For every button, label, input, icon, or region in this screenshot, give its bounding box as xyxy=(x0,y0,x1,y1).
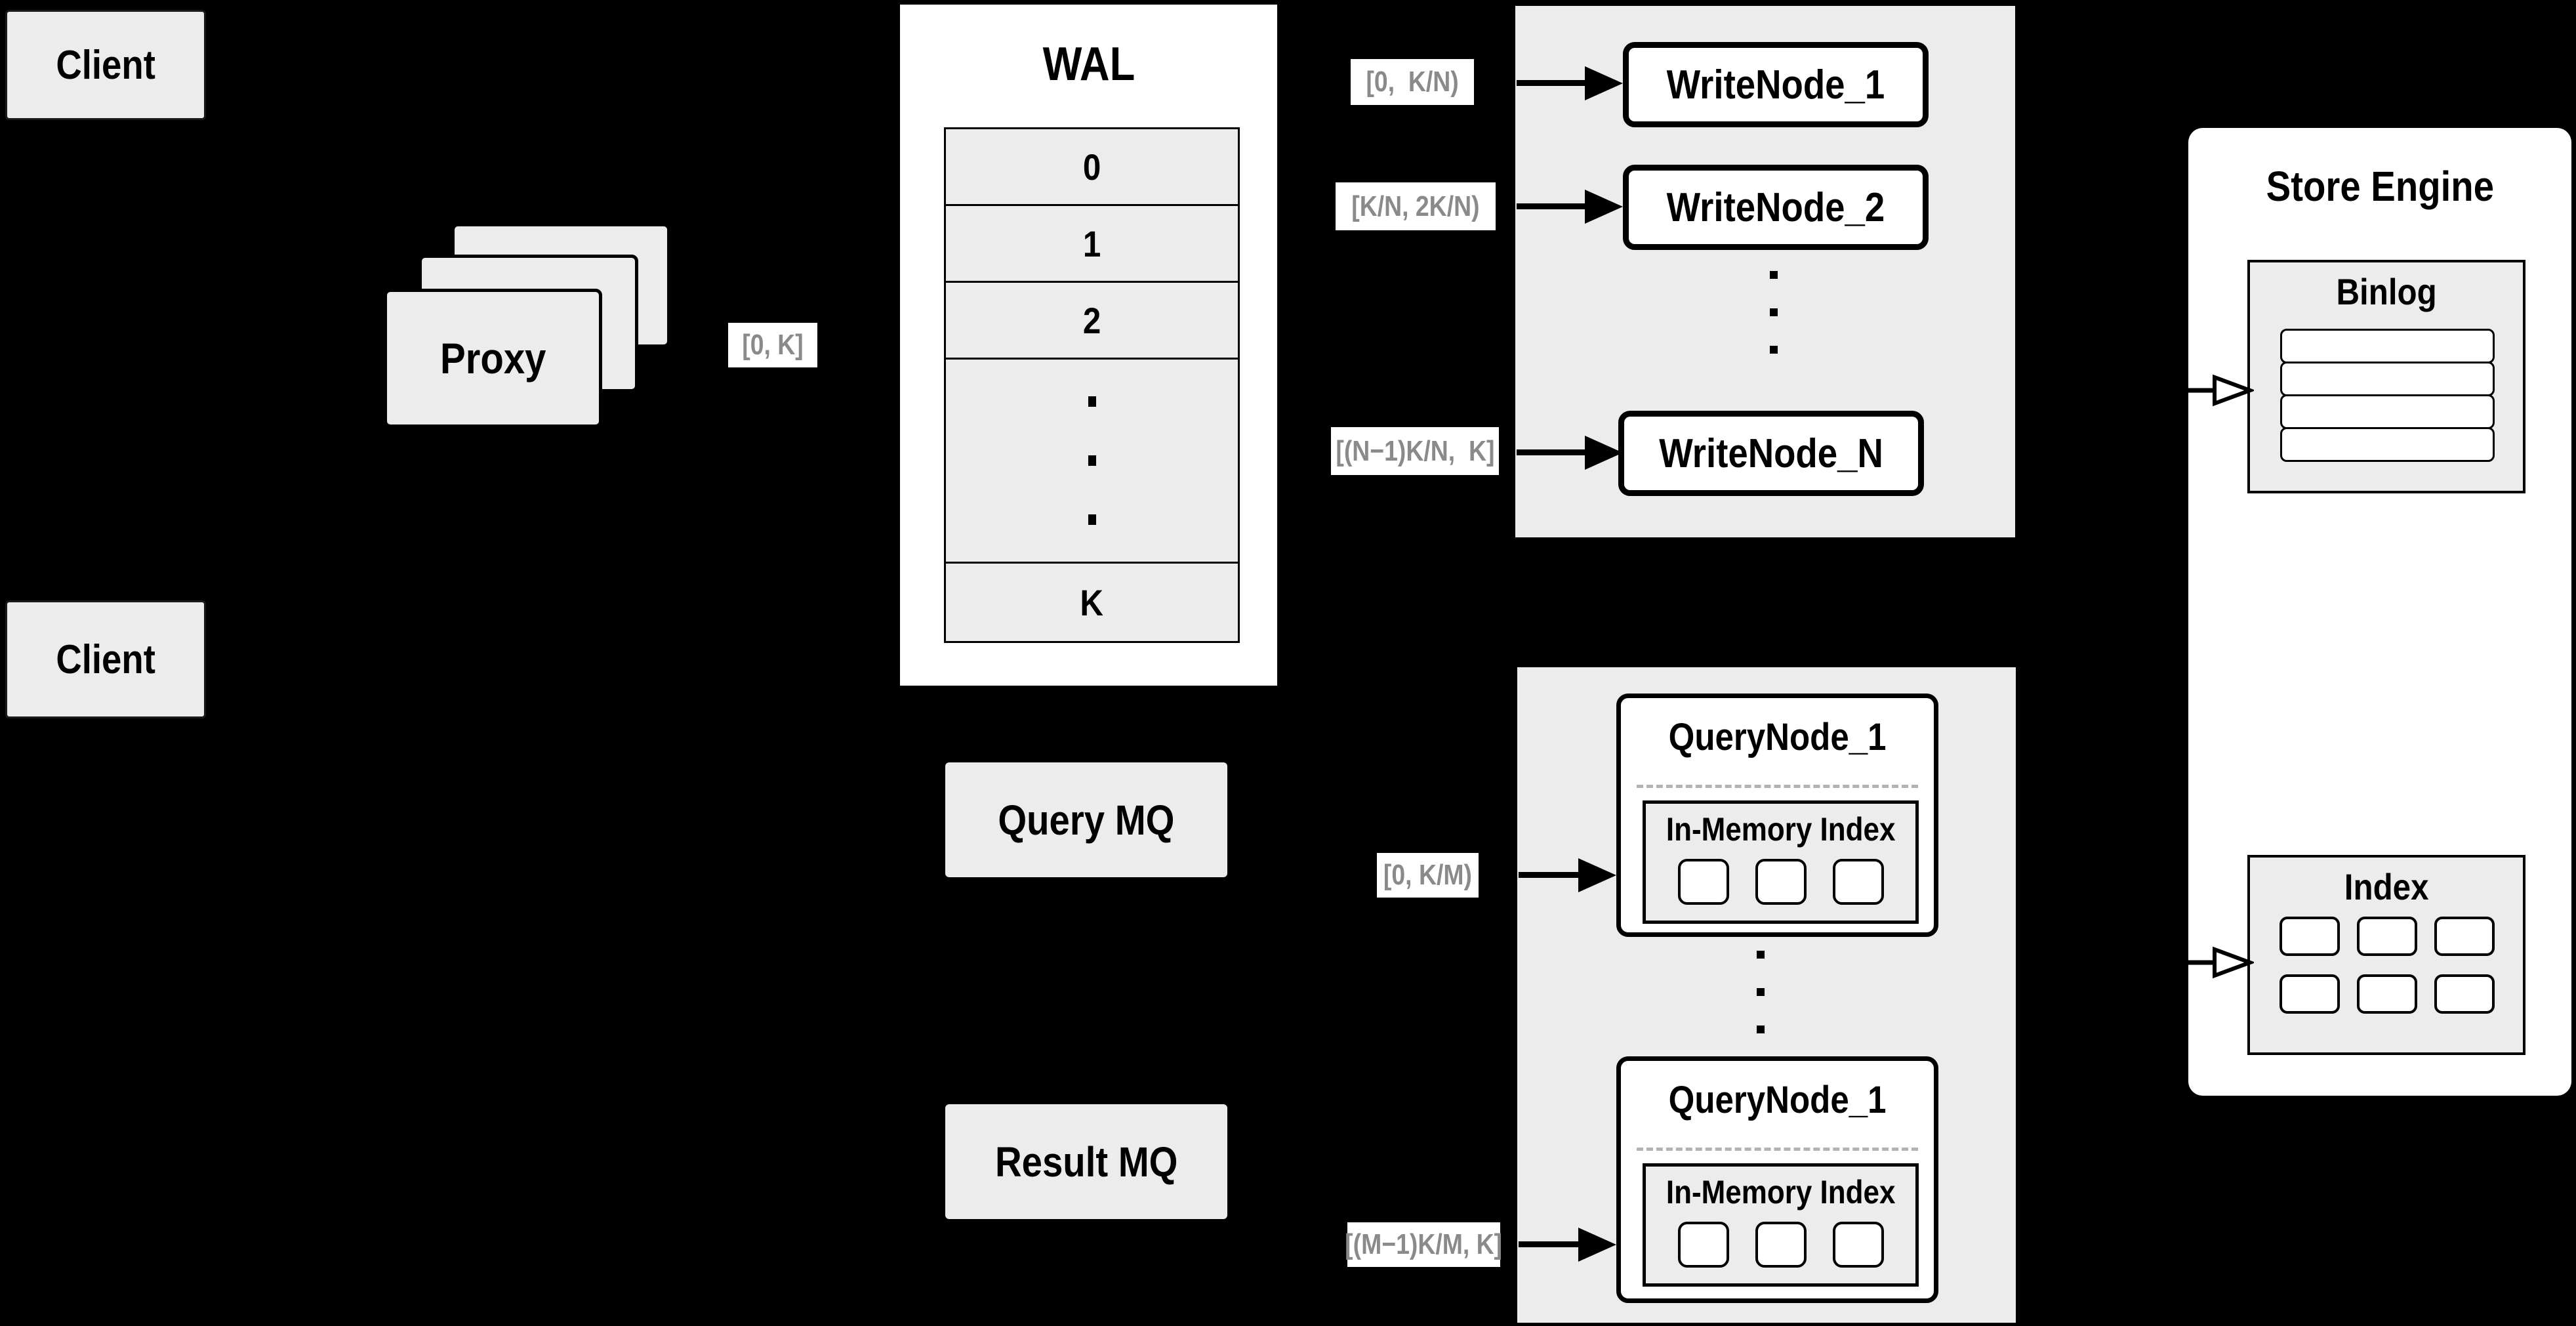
index-cell xyxy=(2280,917,2340,956)
client-top-label: Client xyxy=(56,42,155,88)
index-cell xyxy=(2357,917,2417,956)
query-node-2-title: QueryNode_1 xyxy=(1668,1079,1887,1121)
query-node-1: QueryNode_1 In-Memory Index xyxy=(1616,694,1938,937)
binlog-box: Binlog xyxy=(2247,260,2525,493)
index-box: Index xyxy=(2247,855,2525,1055)
in-memory-index-cells xyxy=(1677,859,1884,905)
store-engine-title: Store Engine xyxy=(2266,163,2494,210)
result-mq-box: Result MQ xyxy=(945,1104,1227,1219)
range-label-writenode-n: [(N−1)K/N, K] xyxy=(1331,427,1499,475)
open-arrow-right-icon xyxy=(2184,946,2254,979)
index-segment-cell xyxy=(1677,859,1729,905)
proxy-label: Proxy xyxy=(440,334,546,383)
index-title: Index xyxy=(2344,866,2429,907)
range-label-writenode-1: [0, K/N) xyxy=(1351,59,1474,105)
proxy-box: Proxy xyxy=(384,289,602,428)
client-box-top: Client xyxy=(5,10,206,120)
ellipsis-dot xyxy=(1770,346,1778,354)
write-node-ellipsis xyxy=(1770,271,1778,354)
index-segment-cell xyxy=(1832,1222,1884,1268)
store-engine-box: Store Engine Binlog Index xyxy=(2188,128,2571,1096)
range-label-proxy-text: [0, K] xyxy=(742,329,804,361)
index-cell xyxy=(2434,974,2495,1014)
arrow-right-icon xyxy=(1517,66,1623,100)
query-node-2: QueryNode_1 In-Memory Index xyxy=(1616,1056,1938,1303)
wal-row-k: K xyxy=(944,562,1240,643)
index-cell xyxy=(2434,917,2495,956)
binlog-row xyxy=(2280,329,2495,363)
wal-title: WAL xyxy=(1042,38,1135,91)
query-mq-box: Query MQ xyxy=(945,762,1227,877)
index-cell-row xyxy=(2280,974,2495,1014)
binlog-row xyxy=(2280,362,2495,396)
write-node-2: WriteNode_2 xyxy=(1623,165,1929,250)
write-node-1: WriteNode_1 xyxy=(1623,42,1929,127)
ellipsis-dot xyxy=(1757,951,1765,959)
index-cell-row xyxy=(2280,917,2495,956)
write-node-n: WriteNode_N xyxy=(1618,411,1924,496)
binlog-rows xyxy=(2280,329,2495,462)
arrow-right-icon xyxy=(1517,436,1623,470)
range-label-proxy: [0, K] xyxy=(728,323,817,367)
ellipsis-dot xyxy=(1088,514,1096,525)
ellipsis-dot xyxy=(1757,1026,1765,1033)
ellipsis-dot xyxy=(1770,271,1778,279)
wal-ellipsis-cell xyxy=(944,358,1240,564)
range-label-writenode-2: [K/N, 2K/N) xyxy=(1336,182,1496,230)
dashed-divider xyxy=(1637,785,1918,788)
ellipsis-dot xyxy=(1088,396,1096,407)
range-label-querynode-1: [0, K/M) xyxy=(1377,853,1479,898)
index-cell xyxy=(2357,974,2417,1014)
binlog-row xyxy=(2280,427,2495,462)
ellipsis-dot xyxy=(1770,308,1778,316)
query-node-1-title: QueryNode_1 xyxy=(1668,716,1887,758)
wal-box: WAL 0 1 2 K xyxy=(897,2,1280,688)
arrow-right-icon xyxy=(1517,190,1623,224)
binlog-row xyxy=(2280,394,2495,429)
wal-row-2: 2 xyxy=(944,281,1240,360)
range-label-querynode-2: [(M−1)K/M, K] xyxy=(1345,1222,1502,1267)
query-node-ellipsis xyxy=(1757,951,1765,1033)
in-memory-index-box: In-Memory Index xyxy=(1643,800,1919,924)
binlog-title: Binlog xyxy=(2336,271,2437,312)
index-cell xyxy=(2280,974,2340,1014)
in-memory-index-cells xyxy=(1677,1222,1884,1268)
dashed-divider xyxy=(1637,1148,1918,1151)
client-bottom-label: Client xyxy=(56,636,155,682)
wal-row-1: 1 xyxy=(944,204,1240,283)
client-box-bottom: Client xyxy=(5,600,206,718)
arrow-right-icon xyxy=(1519,858,1616,892)
index-segment-cell xyxy=(1832,859,1884,905)
ellipsis-dot xyxy=(1757,988,1765,996)
wal-row-0: 0 xyxy=(944,127,1240,206)
in-memory-index-box: In-Memory Index xyxy=(1643,1163,1919,1287)
wal-segment-table: 0 1 2 K xyxy=(944,127,1240,643)
index-segment-cell xyxy=(1755,1222,1807,1268)
index-segment-cell xyxy=(1677,1222,1729,1268)
index-segment-cell xyxy=(1755,859,1807,905)
open-arrow-right-icon xyxy=(2184,374,2254,407)
ellipsis-dot xyxy=(1088,455,1096,466)
arrow-right-icon xyxy=(1519,1228,1616,1262)
